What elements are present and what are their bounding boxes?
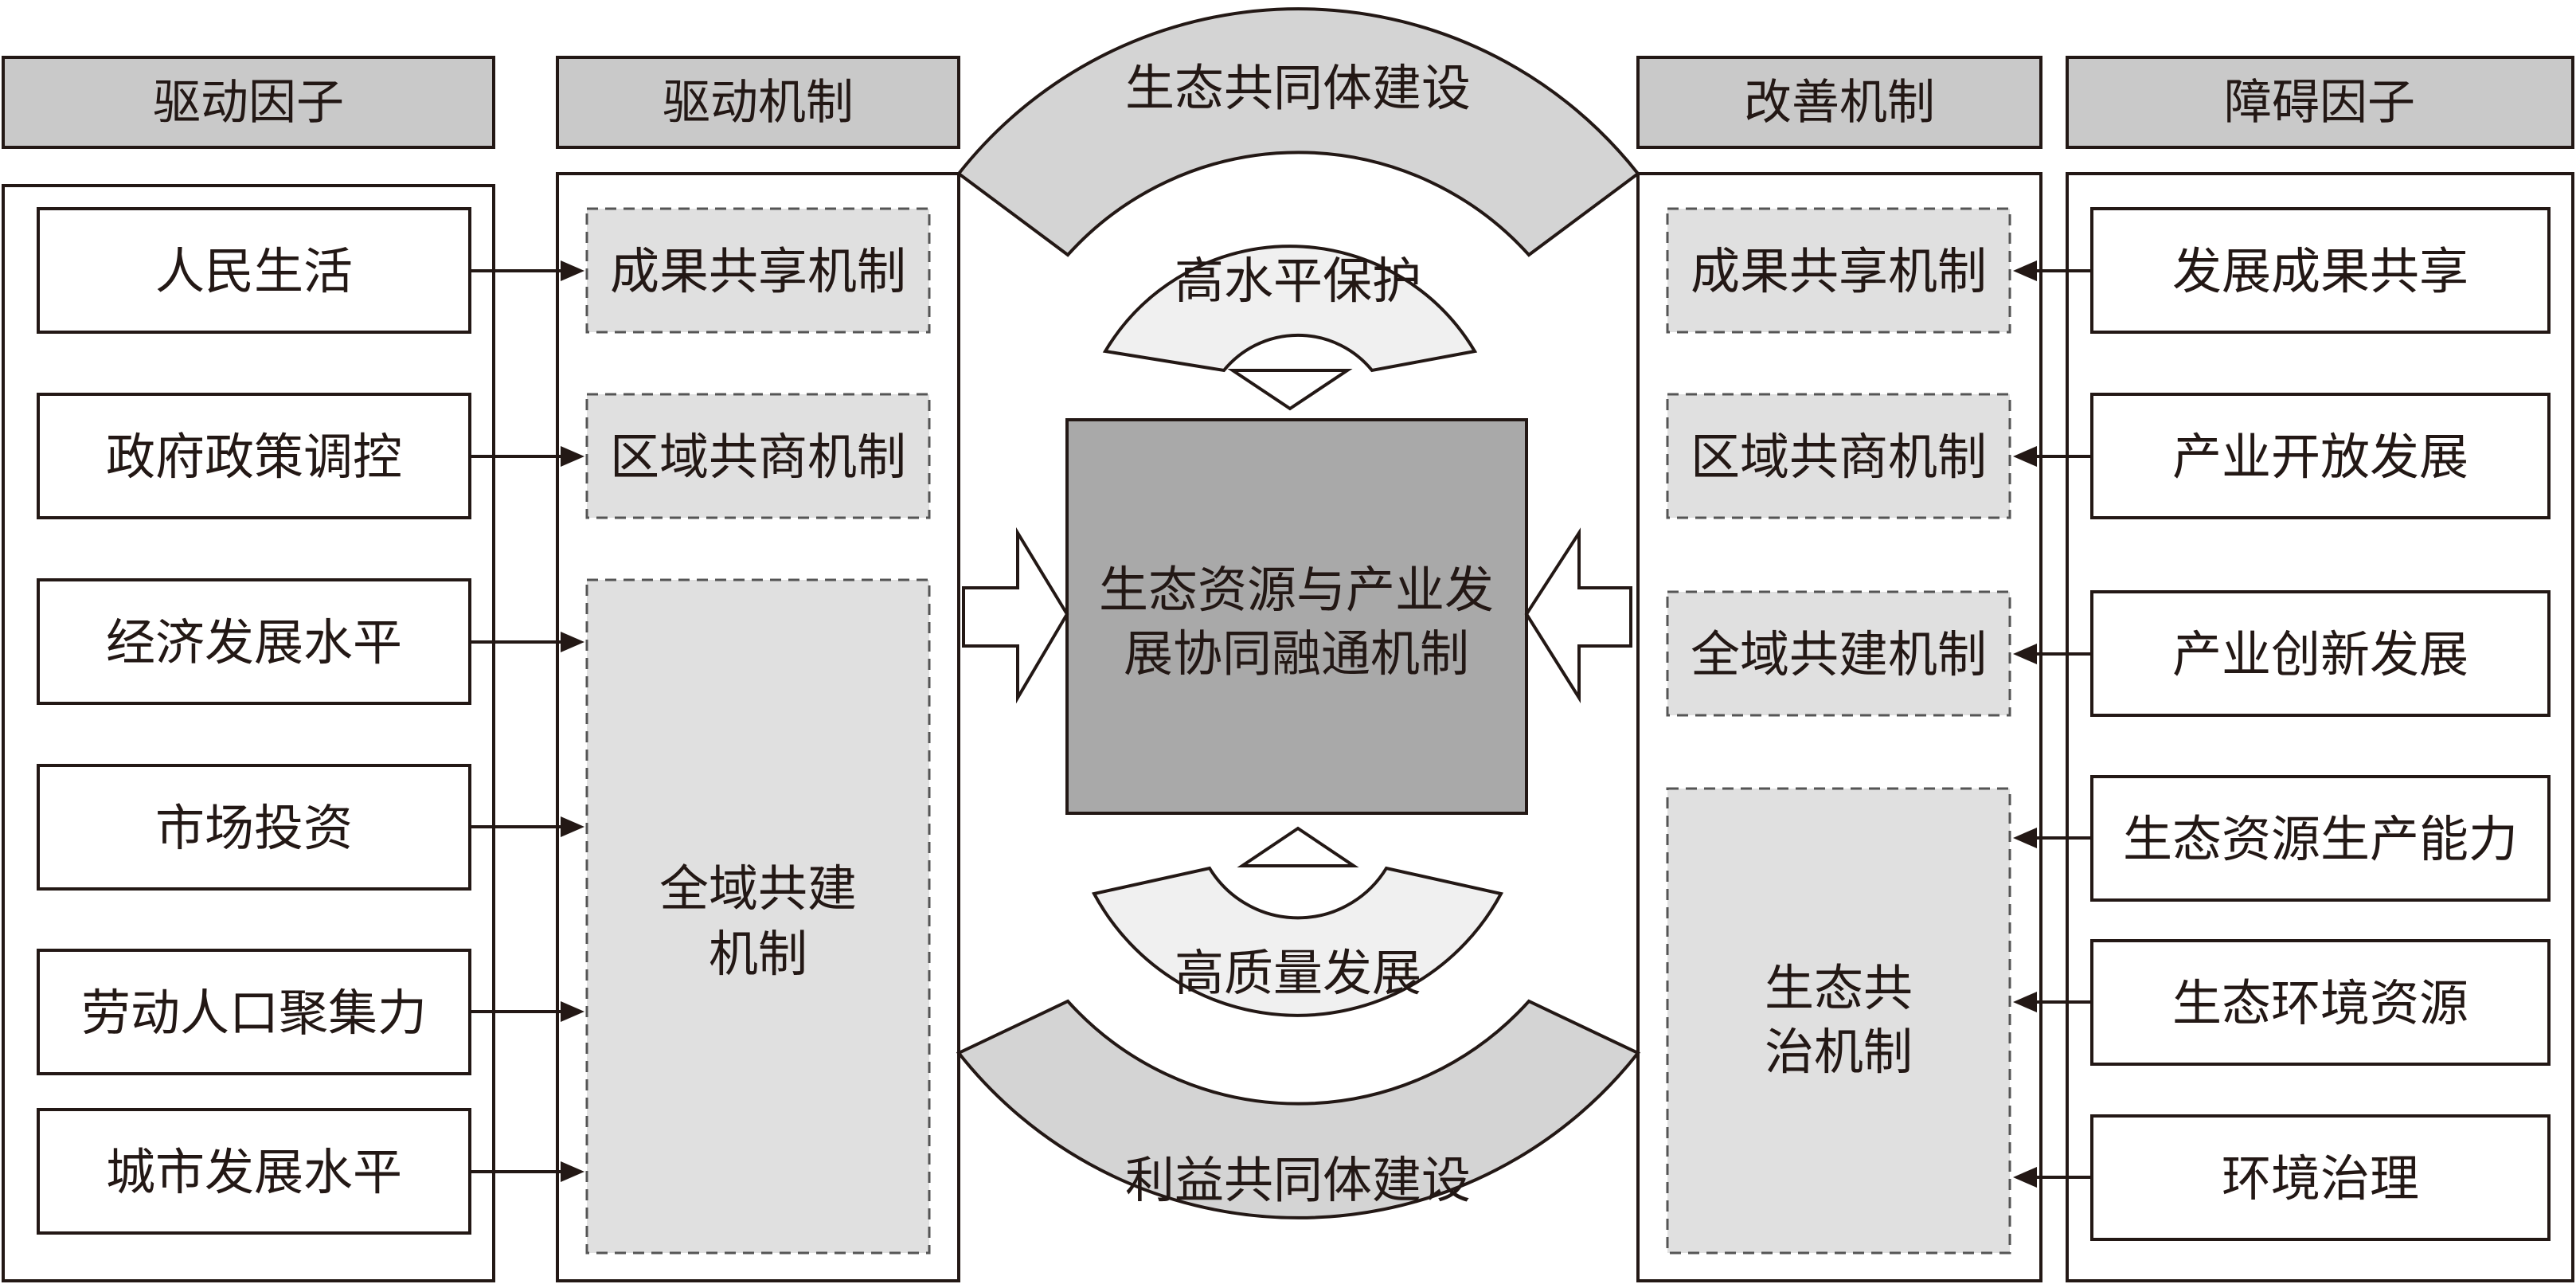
upper-arc-high-level-protection: 高水平保护 [1102, 245, 1478, 373]
bottom-arc-benefit-community: 利益共同体建设 [956, 999, 1641, 1219]
improving-mechanism-shared-results: 成果共享机制 [1666, 207, 2011, 334]
core-label-line2: 展协同融通机制 [1124, 624, 1469, 683]
left-hollow-arrow [962, 527, 1069, 704]
driving-factor-box: 市场投资 [37, 764, 471, 891]
top-arc-label: 生态共同体建设 [1125, 59, 1471, 117]
mechanism-label: 区域共商机制 [610, 428, 906, 486]
obstacle-factor-label: 环境治理 [2222, 1149, 2419, 1208]
upper-arc-label: 高水平保护 [1175, 252, 1421, 310]
obstacle-factor-box: 生态资源生产能力 [2090, 775, 2551, 902]
up-triangle [1237, 826, 1359, 867]
driving-factor-box: 人民生活 [37, 207, 471, 334]
lower-arc-label: 高质量发展 [1175, 944, 1421, 1002]
mechanism-label: 成果共享机制 [1691, 242, 1987, 300]
driving-factor-box: 城市发展水平 [37, 1108, 471, 1235]
mechanism-label-line2: 机制 [709, 925, 807, 983]
obstacle-factor-box: 发展成果共享 [2090, 207, 2551, 334]
bottom-arc-label: 利益共同体建设 [1125, 1151, 1471, 1209]
driving-factor-label: 人民生活 [155, 242, 353, 300]
obstacle-arrows [2013, 260, 2092, 1188]
obstacle-factor-label: 产业开放发展 [2172, 428, 2469, 486]
mechanism-label: 区域共商机制 [1691, 428, 1987, 486]
driving-mechanism-regional-consult: 区域共商机制 [585, 393, 931, 519]
down-triangle [1227, 369, 1353, 411]
driving-factor-box: 政府政策调控 [37, 393, 471, 519]
driving-factor-label: 政府政策调控 [106, 428, 402, 486]
header-driving-mechanism: 驱动机制 [556, 56, 960, 149]
top-arc-eco-community: 生态共同体建设 [956, 7, 1640, 257]
header-improving-mechanism: 改善机制 [1636, 56, 2042, 149]
header-driving-factors: 驱动因子 [2, 56, 495, 149]
improving-mechanism-global-build: 全域共建机制 [1666, 590, 2011, 717]
obstacle-factor-label: 产业创新发展 [2172, 625, 2469, 683]
right-hollow-arrow [1524, 527, 1632, 703]
driving-factor-label: 经济发展水平 [106, 613, 402, 671]
driving-factor-label: 劳动人口聚集力 [81, 984, 427, 1042]
improving-mechanism-regional-consult: 区域共商机制 [1666, 393, 2011, 519]
obstacle-factor-label: 生态环境资源 [2172, 974, 2469, 1032]
improving-mechanism-eco-governance: 生态共 治机制 [1666, 787, 2011, 1255]
mechanism-label: 成果共享机制 [610, 242, 906, 300]
obstacle-factor-label: 发展成果共享 [2172, 242, 2469, 300]
mechanism-label-line2: 治机制 [1765, 1023, 1913, 1081]
driving-factor-box: 经济发展水平 [37, 578, 471, 705]
obstacle-factor-box: 产业创新发展 [2090, 590, 2551, 717]
obstacle-factor-box: 产业开放发展 [2090, 393, 2551, 519]
driving-factor-label: 城市发展水平 [106, 1143, 402, 1201]
obstacle-factor-box: 生态环境资源 [2090, 939, 2551, 1066]
mechanism-label: 全域共建机制 [1691, 625, 1987, 683]
header-driving-factors-label: 驱动因子 [153, 75, 344, 131]
driving-arrows [470, 260, 584, 1182]
mechanism-label-line1: 生态共 [1765, 959, 1913, 1017]
driving-mechanism-global-build: 全域共建 机制 [585, 578, 931, 1255]
header-improving-mechanism-label: 改善机制 [1744, 75, 1935, 131]
driving-factors-panel [2, 184, 495, 1282]
header-obstacle-factors-label: 障碍因子 [2224, 75, 2415, 131]
header-obstacle-factors: 障碍因子 [2066, 56, 2574, 149]
core-mechanism-box: 生态资源与产业发 展协同融通机制 [1065, 418, 1528, 815]
core-label-line1: 生态资源与产业发 [1099, 561, 1494, 619]
mechanism-label-line1: 全域共建 [659, 859, 857, 918]
obstacle-factor-label: 生态资源生产能力 [2123, 810, 2518, 868]
lower-arc-high-quality-development: 高质量发展 [1091, 866, 1504, 1017]
obstacle-factors-panel [2066, 172, 2574, 1282]
header-driving-mechanism-label: 驱动机制 [663, 75, 854, 131]
driving-factor-box: 劳动人口聚集力 [37, 949, 471, 1075]
obstacle-factor-box: 环境治理 [2090, 1114, 2551, 1241]
driving-factor-label: 市场投资 [155, 799, 353, 857]
driving-mechanism-shared-results: 成果共享机制 [585, 207, 931, 334]
